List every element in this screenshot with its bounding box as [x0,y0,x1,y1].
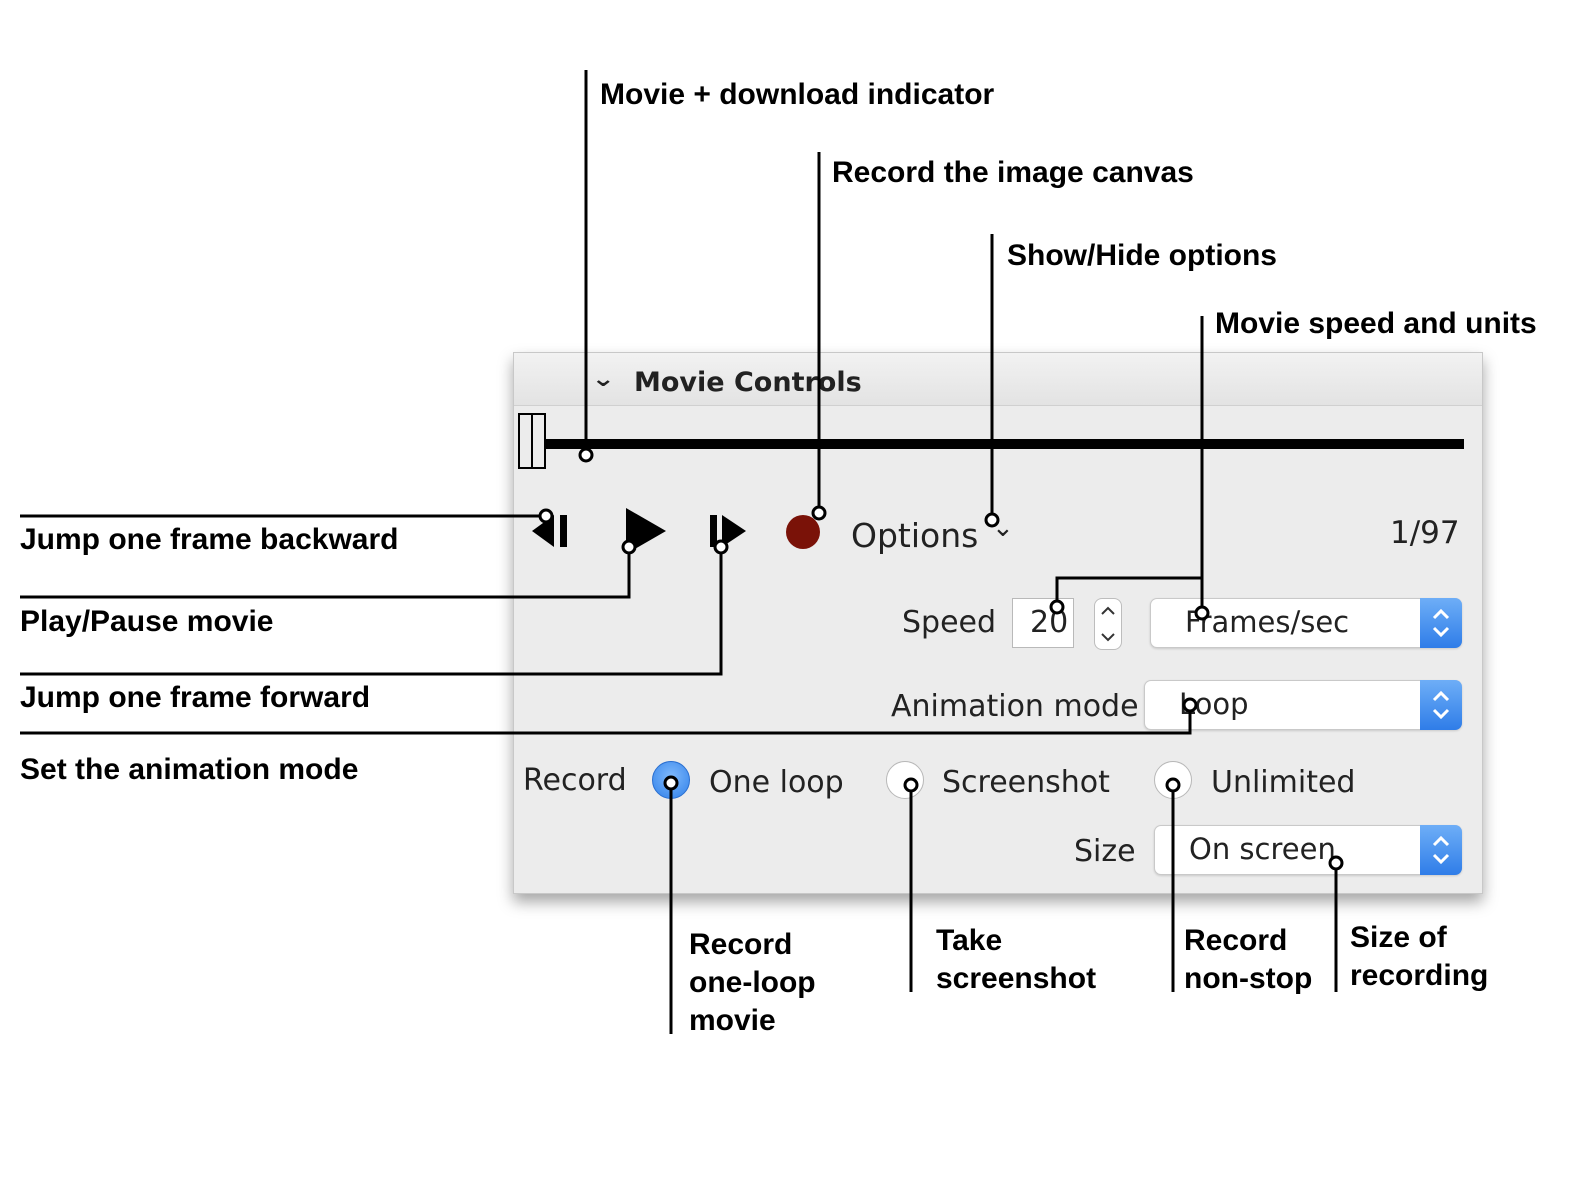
annotation-line: Take [936,924,1003,957]
movie-download-indicator[interactable] [528,439,1464,449]
frame-counter: 1/97 [1390,515,1460,551]
size-value: On screen [1189,832,1336,866]
annotation-line: Record [689,928,793,961]
annotation-line: screenshot [936,962,1097,995]
annotation-movie-indicator: Movie + download indicator [600,78,995,111]
record-unlimited-label[interactable]: Unlimited [1211,765,1356,800]
size-label: Size [1074,834,1136,869]
annotation-line: Record [1184,924,1288,957]
record-screenshot-radio[interactable] [886,761,924,799]
size-select[interactable]: On screen [1154,825,1462,875]
annotation-jump-forward: Jump one frame forward [20,681,371,714]
annotation-movie-speed: Movie speed and units [1215,307,1537,340]
annotation-record-one-loop: Record one-loop movie [689,926,816,1040]
movie-controls-panel: ⌄ Movie Controls Options ⌄ 1/97 Speed 20… [513,352,1483,894]
record-screenshot-label[interactable]: Screenshot [942,765,1110,800]
animation-mode-label: Animation mode [891,689,1139,724]
speed-stepper[interactable] [1094,598,1122,650]
annotation-record-nonstop: Record non-stop [1184,922,1312,998]
annotation-line: Size of [1350,921,1447,954]
record-one-loop-label[interactable]: One loop [709,765,844,800]
annotation-line: one-loop [689,966,816,999]
record-label: Record [523,763,627,798]
panel-header[interactable]: ⌄ Movie Controls [514,353,1482,406]
play-icon[interactable] [624,508,666,554]
panel-title: Movie Controls [634,367,862,398]
annotation-record-canvas: Record the image canvas [832,156,1194,189]
options-toggle[interactable]: Options [851,516,979,555]
chevron-up-down-icon [1420,598,1462,648]
annotation-play-pause: Play/Pause movie [20,605,274,638]
annotation-size-of-recording: Size of recording [1350,919,1488,995]
step-forward-icon[interactable] [710,513,750,549]
annotation-line: movie [689,1004,776,1037]
annotation-line: recording [1350,959,1489,992]
annotation-show-hide-options: Show/Hide options [1007,239,1277,272]
annotation-take-screenshot: Take screenshot [936,922,1096,998]
annotation-jump-backward: Jump one frame backward [20,523,399,556]
chevron-up-down-icon [1420,825,1462,875]
speed-label: Speed [902,605,997,640]
chevron-up-down-icon [1420,680,1462,730]
annotation-line: non-stop [1184,962,1313,995]
speed-units-value: Frames/sec [1185,605,1350,639]
movie-position-handle[interactable] [518,413,546,469]
record-button[interactable] [786,515,820,549]
speed-units-select[interactable]: Frames/sec [1150,598,1462,648]
annotation-set-animation-mode: Set the animation mode [20,753,359,786]
chevron-down-icon[interactable]: ⌄ [591,367,616,392]
